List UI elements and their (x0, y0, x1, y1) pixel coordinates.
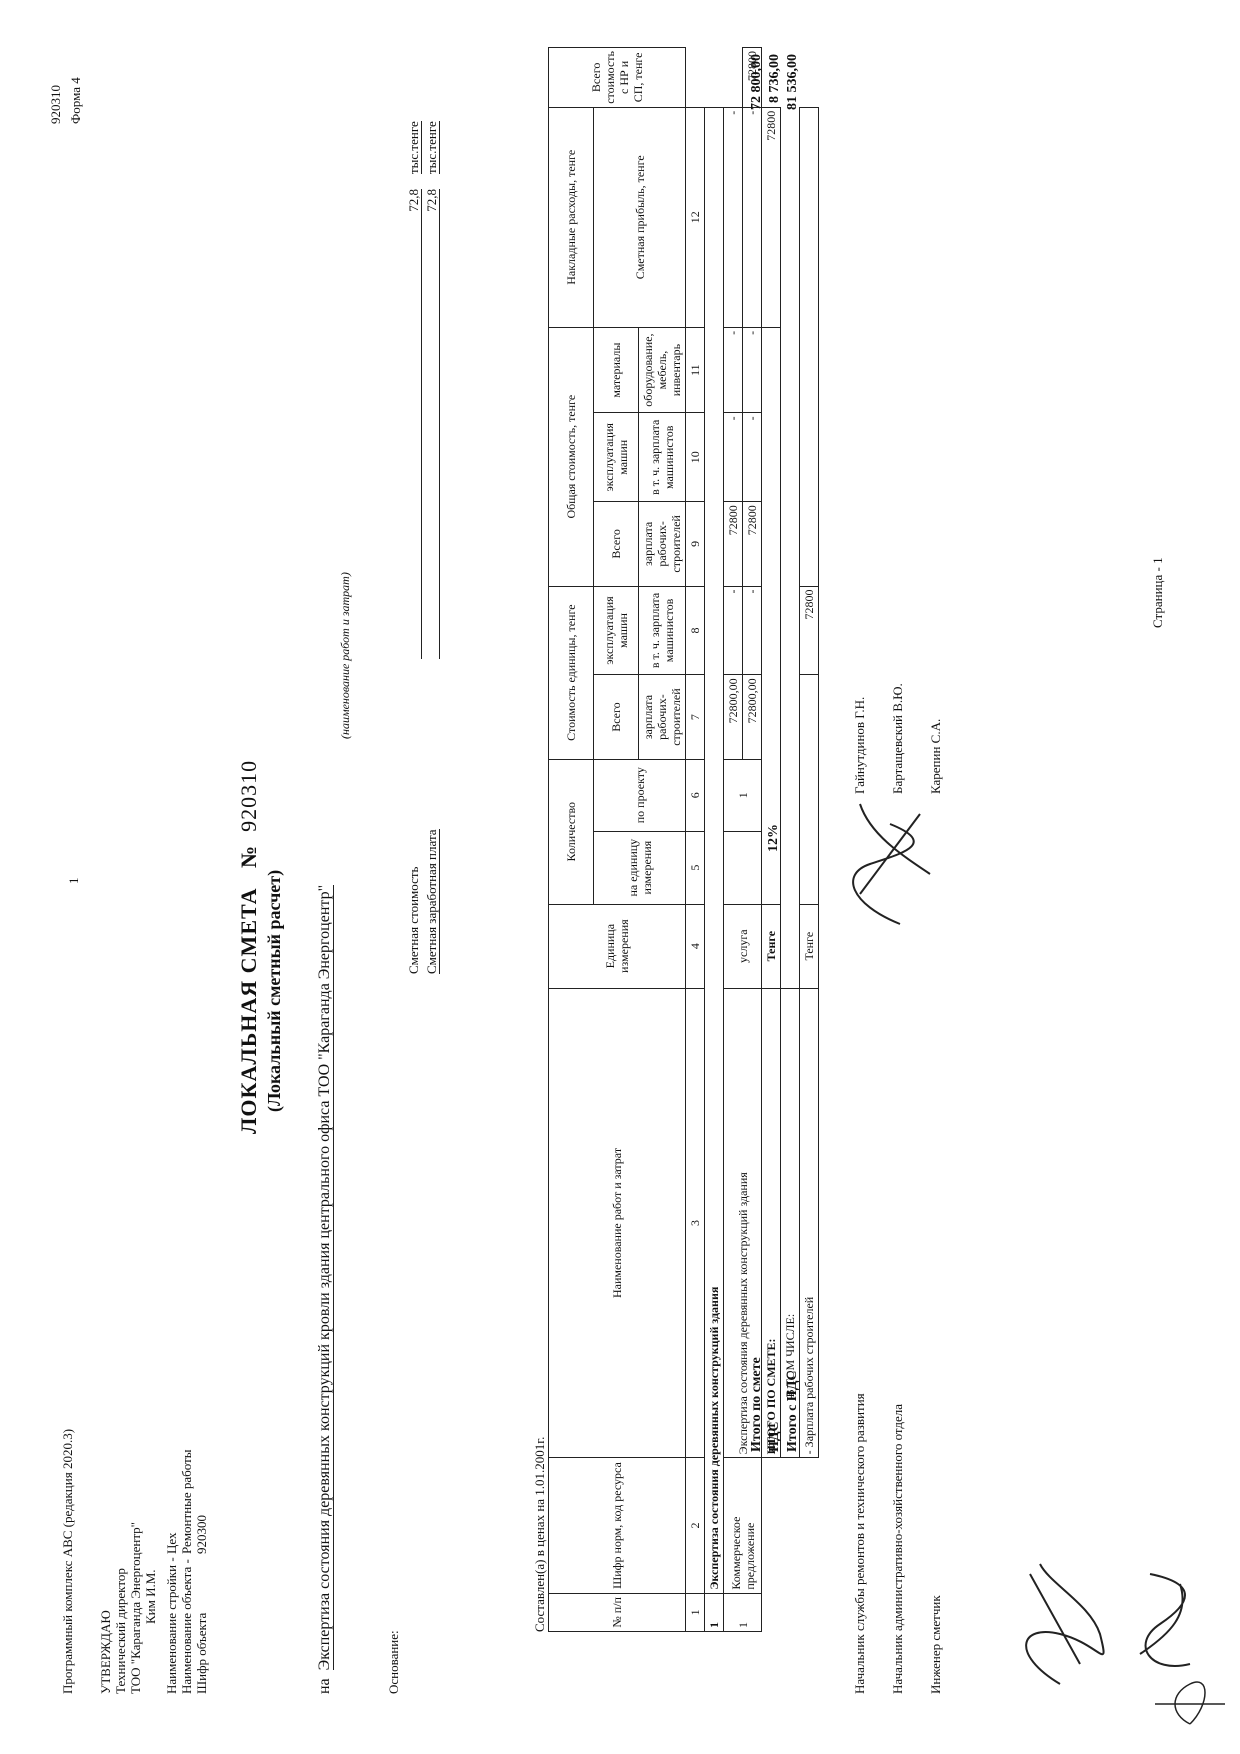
page-footer: Страница - 1 (1150, 557, 1165, 628)
signature-scribble (1155, 1681, 1225, 1725)
header-unit-machines: эксплуатация машин (593, 586, 639, 675)
summary-with-vat-label: Итого с НДС (785, 1370, 800, 1452)
salary-row: - Зарплата рабочих строителей Тенге 7280… (799, 48, 819, 1632)
header-materials: материалы (593, 327, 639, 413)
approve-title: УТВЕРЖДАЮ (98, 1610, 113, 1694)
header-total-machinists: в т. ч. зарплата машинистов (638, 412, 686, 502)
header-unit-all: Всего (593, 674, 639, 760)
summary-total-value: 72 800,00 (749, 54, 764, 110)
header-name: Наименование работ и затрат (548, 988, 686, 1458)
header-profit: Сметная прибыль, тенге (593, 107, 686, 328)
column-numbers-row: 1 2 3 4 5 6 7 8 9 10 11 12 (685, 48, 705, 1632)
header-qty-unit: на единицу измерения (593, 831, 686, 905)
signature-scribble (1025, 1563, 1105, 1685)
form-number: Форма 4 (68, 77, 83, 124)
header-qty: Количество (548, 759, 594, 905)
header-num: № п/п (548, 1593, 686, 1632)
document-title: ЛОКАЛЬНАЯ СМЕТА № 920310 (236, 759, 261, 1134)
estimated-cost-unit: тыс.тенге (406, 121, 422, 174)
approve-name: Ким И.М. (143, 1569, 158, 1624)
basis-label: Основание: (386, 1630, 401, 1694)
summary-vat-value: 8 736,00 (767, 54, 782, 103)
estimated-cost-value: 72,8 (406, 189, 422, 659)
header-code: Шифр норм, код ресурса (548, 1457, 686, 1594)
header-unit-machinists: в т. ч. зарплата машинистов (638, 586, 686, 675)
approve-position: Технический директор (113, 1568, 128, 1694)
signature-scribble (1139, 1573, 1191, 1667)
salary-label: Сметная заработная плата (424, 829, 440, 974)
signature-name: Гайнутдинов Г.Н. (852, 696, 867, 794)
section-row: 1 Экспертиза состояния деревянных констр… (704, 48, 724, 1632)
object-info-row: Шифр объекта920300 (194, 1515, 209, 1694)
summary-labels: Итого по смете НДС Итого с НДС (748, 1357, 802, 1452)
document-subtitle: (Локальный сметный расчет) (264, 869, 284, 1112)
prices-date: Составлен(а) в ценах на 1.01.2001г. (532, 1436, 547, 1632)
work-hint: (наименование работ и затрат) (338, 572, 352, 739)
header-unit-cost: Стоимость единицы, тенге (548, 586, 594, 760)
approve-org: ТОО "Караганда Энергоцентр" (128, 1522, 143, 1694)
header-total-salary: зарплата рабочих-строителей (638, 501, 686, 587)
approve-block: УТВЕРЖДАЮ Технический директор ТОО "Кара… (98, 1522, 158, 1694)
header-overhead: Накладные расходы, тенге (548, 107, 594, 328)
work-name-line: на Экспертиза состояния деревянных конст… (316, 884, 334, 1694)
header-unit-salary: зарплата рабочих-строителей (638, 674, 686, 760)
signature-scribble (852, 803, 931, 925)
signature-name: Карепин С.А. (928, 718, 943, 794)
salary-unit: тыс.тенге (424, 121, 440, 174)
salary-value: 72,8 (424, 189, 440, 659)
summary-values: 72 800,00 8 736,00 81 536,00 (748, 54, 802, 154)
signature-name: Бартащевский В.Ю. (890, 683, 905, 794)
page-number: 1 (66, 877, 81, 885)
object-info: Наименование стройки -Цех Наименование о… (164, 1449, 209, 1694)
summary-vat-label: НДС (767, 1421, 782, 1452)
header-total-machines: эксплуатация машин (593, 412, 639, 502)
table-row: 1 Коммерческое предложение Экспертиза со… (723, 48, 762, 1632)
header-qty-proj: по проекту (593, 759, 686, 832)
header-total-all: Всего (593, 501, 639, 587)
summary-vat-pct: 12% (766, 824, 781, 852)
signature-role: Инженер сметчик (928, 1595, 943, 1694)
estimated-cost-label: Сметная стоимость (406, 866, 421, 974)
object-info-row: Наименование объекта -Ремонтные работы (179, 1449, 194, 1694)
header-unit: Единица измерения (548, 904, 686, 989)
header-total-cost: Общая стоимость, тенге (548, 327, 594, 587)
summary-with-vat-value: 81 536,00 (785, 54, 800, 110)
signature-role: Начальник административно-хозяйственного… (890, 1403, 905, 1694)
work-name: Экспертиза состояния деревянных конструк… (316, 884, 334, 1671)
document-code: 920310 (48, 85, 63, 124)
software-name: Программный комплекс ABC (редакция 2020.… (60, 1428, 75, 1694)
table-header-row: № п/п Шифр норм, код ресурса Наименовани… (548, 47, 686, 1632)
signature-role: Начальник службы ремонтов и технического… (852, 1393, 867, 1694)
header-grand: Всего стоимость с НР и СП, тенге (548, 47, 686, 108)
object-info-row: Наименование стройки -Цех (164, 1532, 179, 1695)
summary-total-label: Итого по смете (749, 1357, 764, 1452)
header-equipment: оборудование, мебель, инвентарь (638, 327, 686, 413)
